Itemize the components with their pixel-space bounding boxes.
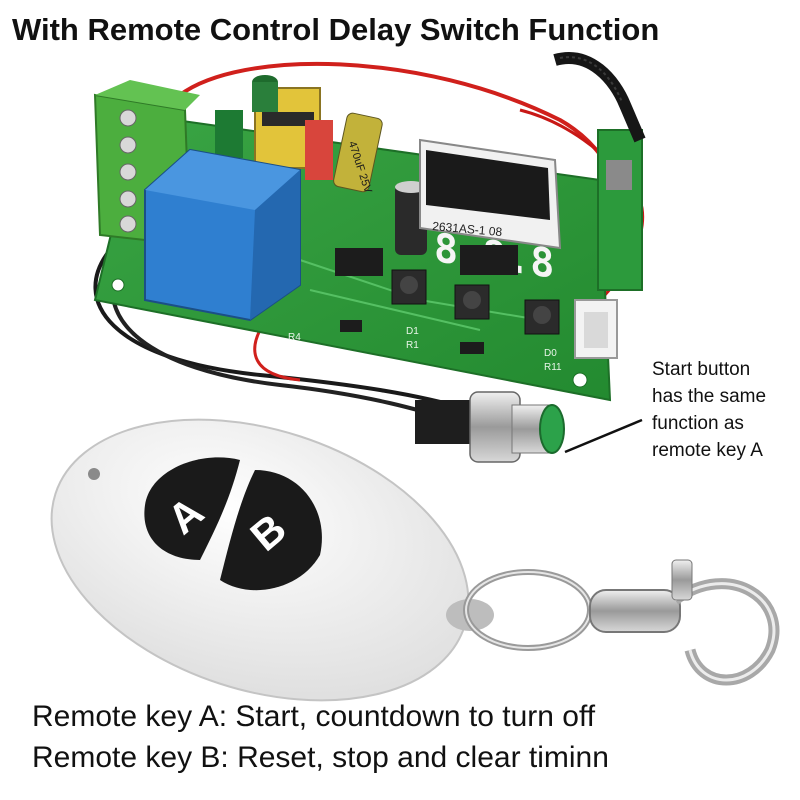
silk-d0: D0: [544, 348, 557, 359]
callout-line-3: function as: [652, 413, 744, 434]
remote-key-b-button: B: [220, 470, 322, 591]
remote-key-a-button: A: [144, 457, 240, 560]
display-module-label: 2631AS-1 08: [432, 219, 503, 239]
caption-key-a: Remote key A: Start, countdown to turn o…: [32, 700, 596, 733]
callout-line-4: remote key A: [652, 440, 763, 461]
start-button-callout: Start button has the same function as re…: [652, 356, 798, 464]
keychain-clasp: [463, 559, 780, 686]
transformer: [254, 87, 333, 180]
silkscreen-labels: R4 D1 R1 D0 R11: [288, 326, 562, 373]
callout-line-2: has the same: [652, 386, 767, 407]
silk-d1: D1: [406, 326, 419, 337]
ic-chips: [335, 245, 518, 354]
callout-line: [564, 418, 643, 454]
board-buttons: [391, 269, 560, 335]
jst-connector: [574, 299, 618, 359]
silk-r1: R1: [406, 340, 419, 351]
relay: [144, 148, 301, 322]
callout-line-1: Start button: [652, 359, 751, 380]
remote-control: A B: [50, 418, 494, 702]
caption-key-b: Remote key B: Reset, stop and clear timi…: [32, 741, 609, 774]
capacitors: 470uF 25V: [215, 75, 427, 255]
start-push-button: [415, 391, 565, 463]
rf-receiver-module: [553, 52, 646, 291]
silk-r4: R4: [288, 332, 301, 343]
silk-r11: R11: [544, 362, 562, 373]
page-title: With Remote Control Delay Switch Functio…: [12, 12, 660, 47]
